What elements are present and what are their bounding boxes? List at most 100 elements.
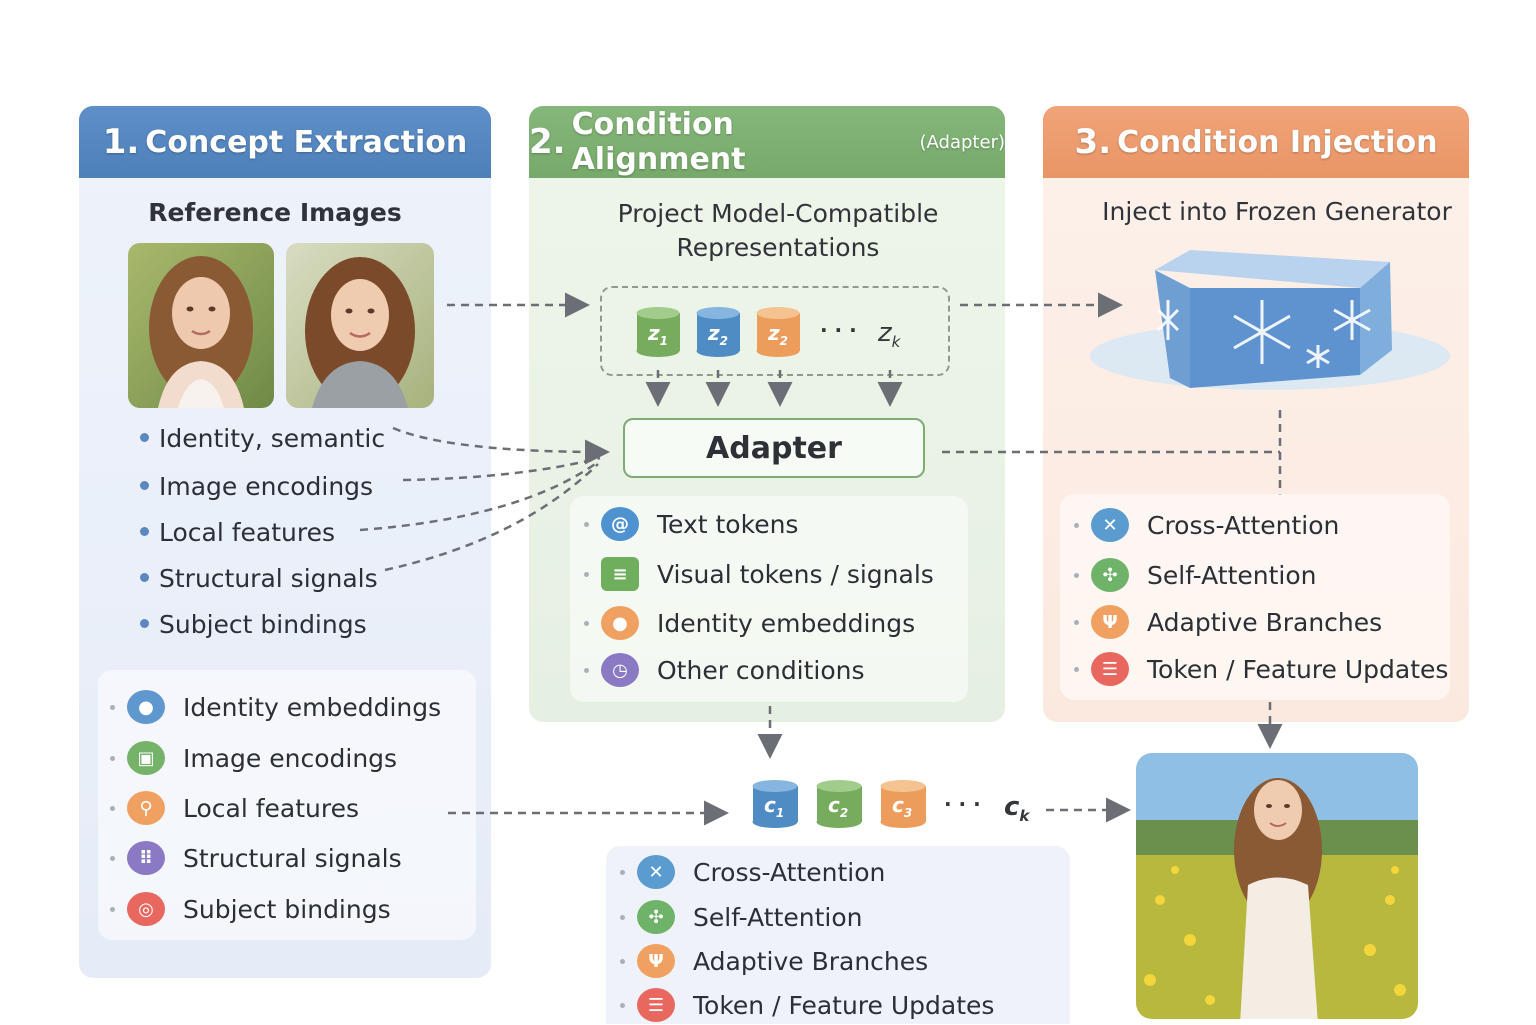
- self-attention-icon: ✣: [1091, 558, 1129, 592]
- panel-number: 1.: [102, 122, 140, 162]
- at-icon: @: [601, 507, 639, 541]
- latent-label-3: z2: [768, 321, 788, 348]
- condition-label-3: c3: [892, 793, 912, 820]
- injection-heading: Inject into Frozen Generator: [1102, 197, 1452, 226]
- condition-label-1: c1: [764, 793, 784, 820]
- condition-cylinder-3: [880, 780, 926, 828]
- condition-ellipsis: · · ·: [944, 792, 981, 816]
- cross-attention-icon: ✕: [1091, 508, 1129, 542]
- condition-alignment-header: 2. Condition Alignment (Adapter): [529, 106, 1005, 178]
- list-item: ● Identity embeddings: [110, 687, 441, 727]
- panel-number: 3.: [1074, 122, 1112, 162]
- list-item: ✕ Cross-Attention: [620, 852, 885, 892]
- list-item-label: Text tokens: [657, 509, 799, 539]
- latent-symbol: z: [708, 321, 720, 345]
- clock-icon: ◷: [601, 653, 639, 687]
- list-item: ◎Subject bindings: [110, 889, 391, 929]
- alignment-token-card: @ Text tokens ≡ Visual tokens / signals ● I…: [570, 496, 968, 702]
- cross-attention-icon: ✕: [637, 855, 675, 889]
- panel-title: Condition Injection: [1117, 124, 1438, 160]
- bullet-dot: [140, 480, 149, 490]
- row-dot: [584, 667, 589, 673]
- condition-subscript: 1: [775, 806, 785, 820]
- row-dot: [584, 620, 589, 626]
- adapter-box: Adapter: [623, 418, 925, 478]
- heading-line: Representations: [676, 233, 880, 262]
- row-dot: [1074, 522, 1079, 528]
- list-item: ≡ Visual tokens / signals: [584, 554, 934, 594]
- row-dot: [620, 1002, 625, 1008]
- list-item: Image encodings: [140, 472, 373, 501]
- branches-icon: Ψ: [637, 944, 675, 978]
- heading-line: Project Model-Compatible: [617, 199, 939, 228]
- list-item: Structural signals: [140, 564, 378, 593]
- latent-subscript: 2: [779, 334, 788, 348]
- row-dot: [110, 855, 115, 861]
- latent-subscript: 1: [659, 334, 668, 348]
- condition-label-2: c2: [828, 793, 848, 820]
- latent-cylinder-2: [696, 307, 740, 357]
- panel-title: Condition Alignment: [571, 107, 746, 177]
- list-item-label: Image encodings: [183, 743, 398, 773]
- alignment-heading: Project Model-Compatible Representations: [560, 197, 996, 265]
- latent-symbol: z: [878, 318, 892, 348]
- list-item: ✣Self-Attention: [620, 897, 862, 937]
- list-item: ✣Self-Attention: [1074, 555, 1316, 595]
- list-item-label: Token / Feature Updates: [693, 990, 995, 1020]
- list-item-label: Subject bindings: [183, 894, 391, 924]
- layers-icon: ≡: [601, 557, 639, 591]
- grid-dots-icon: ⠿: [127, 841, 165, 875]
- latent-symbol: z: [768, 321, 780, 345]
- list-item-label: Structural signals: [183, 843, 402, 873]
- row-dot: [620, 958, 625, 964]
- arrow-structural-to-adapter: [384, 463, 599, 572]
- list-item: @ Text tokens: [584, 504, 798, 544]
- row-dot: [110, 906, 115, 912]
- row-dot: [110, 805, 115, 811]
- reference-image-1: [128, 243, 274, 408]
- latent-ellipsis: · · ·: [820, 318, 857, 342]
- latent-subscript: 2: [719, 334, 728, 348]
- panel-title: Concept Extraction: [145, 124, 468, 160]
- extraction-bullet-list: Identity, semantic Image encodings Local…: [140, 424, 440, 654]
- magnifier-icon: ⚲: [127, 791, 165, 825]
- condition-symbol: c: [828, 793, 840, 817]
- generated-output-image: [1136, 753, 1418, 1019]
- branches-icon: Ψ: [1091, 605, 1129, 639]
- arrow-encodings-to-adapter: [402, 456, 601, 482]
- list-item-label: Cross-Attention: [693, 857, 886, 887]
- row-dot: [110, 704, 115, 710]
- reference-images-title: Reference Images: [148, 198, 402, 227]
- list-item: ▣ Image encodings: [110, 738, 397, 778]
- latent-cylinder-3: [756, 307, 800, 357]
- image-icon: ▣: [127, 741, 165, 775]
- person-icon: ●: [601, 606, 639, 640]
- stack-icon: ☰: [637, 988, 675, 1022]
- list-item: ⠿ Structural signals: [110, 838, 402, 878]
- condition-subscript: 3: [903, 806, 913, 820]
- condition-symbol: c: [1004, 792, 1020, 822]
- list-item-label: Token / Feature Updates: [1147, 654, 1449, 684]
- stack-icon: ☰: [1091, 652, 1129, 686]
- self-attention-icon: ✣: [637, 900, 675, 934]
- latent-label-2: z2: [708, 321, 728, 348]
- list-item-label: Structural signals: [159, 564, 378, 593]
- condition-symbol: c: [764, 793, 776, 817]
- list-item-label: Identity, semantic: [159, 424, 386, 453]
- bullet-dot: [140, 572, 149, 582]
- reference-image-2: [286, 243, 434, 408]
- list-item: Subject bindings: [140, 610, 367, 639]
- latent-label-1: z1: [648, 321, 668, 348]
- list-item-label: Other conditions: [657, 655, 865, 685]
- list-item-label: Identity embeddings: [183, 692, 442, 722]
- person-icon: ●: [127, 690, 165, 724]
- bullet-dot: [140, 526, 149, 536]
- list-item-label: Visual tokens / signals: [657, 559, 934, 589]
- panel-number: 2.: [529, 122, 566, 162]
- condition-cylinder-2: [816, 780, 862, 828]
- list-item-label: Identity embeddings: [657, 608, 916, 638]
- list-item-label: Cross-Attention: [1147, 510, 1340, 540]
